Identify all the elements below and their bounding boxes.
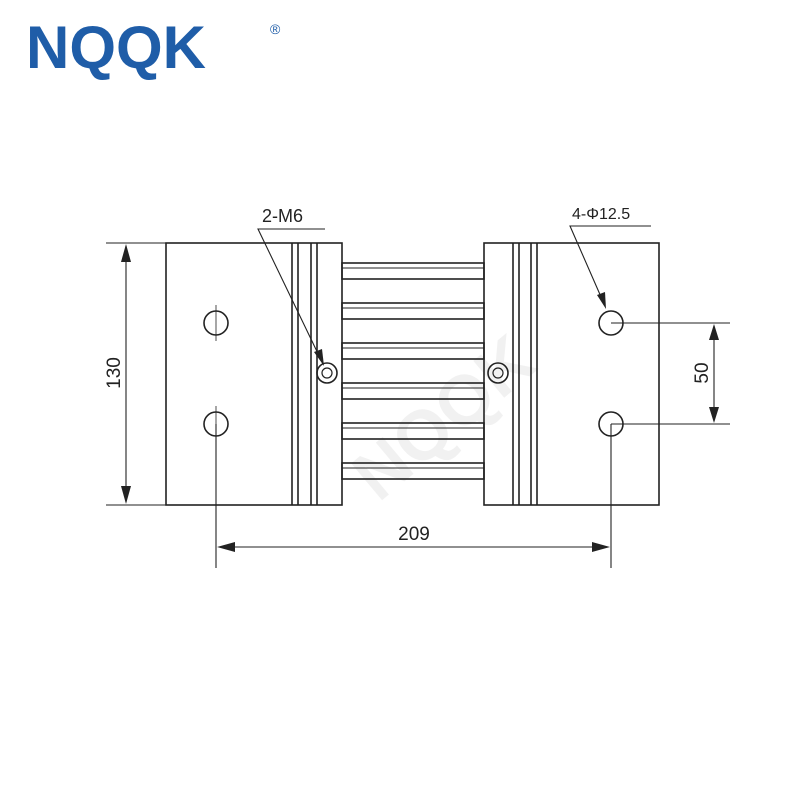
resistor-strip xyxy=(341,382,485,400)
watermark-logo: NQQK xyxy=(338,320,549,515)
right-terminal-block xyxy=(483,242,660,506)
arrowhead xyxy=(592,542,610,552)
arrowhead xyxy=(709,407,719,423)
arrowhead xyxy=(217,542,235,552)
registered-mark: ® xyxy=(270,21,281,37)
dimension-arrowheads xyxy=(121,244,719,552)
sampling-screw xyxy=(487,362,509,384)
center-distance-label: 209 xyxy=(398,524,430,545)
resistor-strip xyxy=(341,262,485,280)
hole-callout-label: 4-Φ12.5 xyxy=(572,206,630,223)
arrowhead xyxy=(314,349,324,366)
arrowhead xyxy=(121,244,131,262)
arrowhead xyxy=(709,324,719,340)
resistor-strip xyxy=(341,342,485,360)
screw-callout-label: 2-M6 xyxy=(262,206,303,226)
resistor-strips xyxy=(341,262,485,480)
callout-arrowheads xyxy=(314,292,606,366)
dimension-lines xyxy=(106,242,730,568)
screw-callout-leader xyxy=(257,228,325,365)
logo-text: NQQK xyxy=(26,14,206,81)
sampling-screw xyxy=(316,362,338,384)
height-dimension-label: 130 xyxy=(104,357,125,389)
brand-logo: NQQK ® xyxy=(26,14,281,81)
resistor-strip xyxy=(341,302,485,320)
shunt-body xyxy=(165,242,660,506)
hole-callout-leader xyxy=(569,225,651,307)
arrowhead xyxy=(121,486,131,504)
resistor-strip xyxy=(341,422,485,440)
hole-spacing-label: 50 xyxy=(692,362,713,383)
arrowhead xyxy=(597,292,606,309)
left-terminal-block xyxy=(165,242,343,506)
callout-leaders xyxy=(257,225,651,365)
resistor-strip xyxy=(341,462,485,480)
